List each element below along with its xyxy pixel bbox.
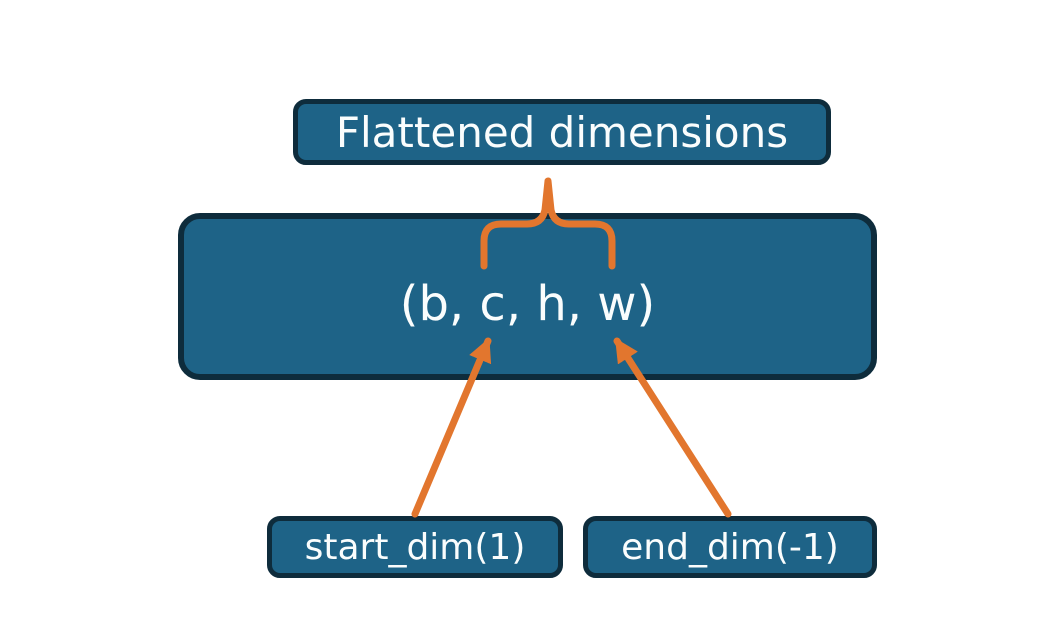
flattened-dimensions-label: Flattened dimensions	[335, 107, 789, 157]
start-dim-node: start_dim(1)	[267, 516, 563, 578]
start-dim-label: start_dim(1)	[304, 526, 526, 568]
tensor-shape-label: (b, c, h, w)	[399, 275, 656, 332]
tensor-shape-node: (b, c, h, w)	[178, 213, 877, 380]
end-dim-node: end_dim(-1)	[583, 516, 877, 578]
flattened-dimensions-node: Flattened dimensions	[293, 99, 831, 165]
end-dim-label: end_dim(-1)	[621, 526, 839, 568]
